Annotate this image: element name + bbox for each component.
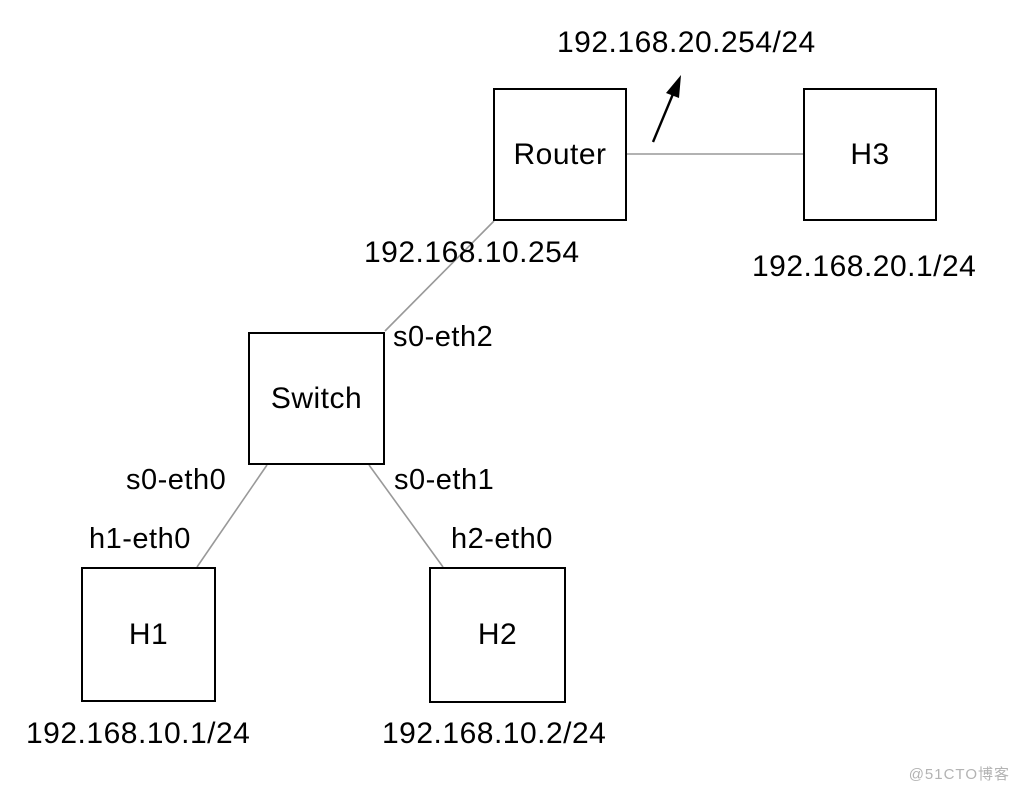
- interface-label-s0-eth0: s0-eth0: [126, 464, 227, 496]
- h2-ip-label: 192.168.10.2/24: [382, 717, 607, 750]
- interface-label-h2-eth0: h2-eth0: [451, 523, 553, 555]
- interface-label-s0-eth1: s0-eth1: [394, 464, 495, 496]
- router-lan-ip-label: 192.168.10.254: [364, 236, 580, 269]
- interface-label-s0-eth2: s0-eth2: [393, 321, 494, 353]
- link-switch-router: [384, 220, 495, 332]
- link-switch-h2: [368, 464, 444, 568]
- h3-node: H3: [803, 88, 937, 221]
- link-switch-h1: [196, 464, 268, 568]
- h2-node: H2: [429, 567, 566, 703]
- router-node: Router: [493, 88, 627, 221]
- h3-node-label: H3: [850, 137, 890, 171]
- interface-label-h1-eth0: h1-eth0: [89, 523, 191, 555]
- switch-node: Switch: [248, 332, 385, 465]
- switch-node-label: Switch: [270, 381, 363, 415]
- h1-node-label: H1: [128, 617, 169, 651]
- h1-node: H1: [81, 567, 216, 702]
- arrow-icon: [651, 75, 681, 143]
- watermark-51cto: @51CTO博客: [908, 766, 1010, 783]
- h1-ip-label: 192.168.10.1/24: [26, 717, 251, 750]
- h3-ip-label: 192.168.20.1/24: [752, 250, 977, 283]
- router-node-label: Router: [513, 137, 607, 171]
- router-wan-ip-label: 192.168.20.254/24: [557, 26, 816, 59]
- h2-node-label: H2: [477, 618, 518, 651]
